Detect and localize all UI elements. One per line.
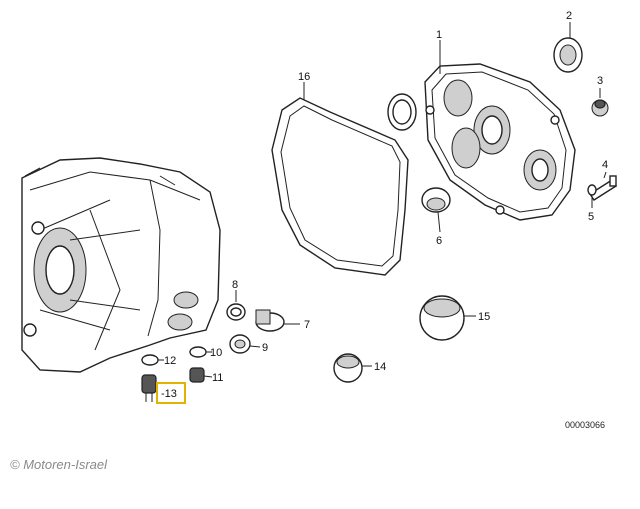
bolt-4 bbox=[589, 175, 617, 201]
callout-3: 3 bbox=[597, 75, 603, 87]
washer-5 bbox=[587, 184, 597, 196]
callout-9: 9 bbox=[262, 342, 268, 354]
callout-10: 10 bbox=[210, 347, 222, 359]
callout-8: 8 bbox=[232, 279, 238, 291]
callout-6: 6 bbox=[436, 235, 442, 247]
seal-ring-free bbox=[387, 93, 417, 131]
callout-13-highlight bbox=[156, 382, 186, 404]
callout-16: 16 bbox=[298, 71, 310, 83]
seal-ring-2 bbox=[553, 37, 583, 73]
bushing-3 bbox=[591, 99, 609, 117]
callout-labels: 1 2 3 4 5 6 7 8 9 10 11 12 -13 14 15 16 bbox=[156, 10, 608, 404]
switch-13 bbox=[141, 374, 157, 402]
gearbox-cover bbox=[424, 63, 576, 221]
screw-plug-7 bbox=[255, 309, 285, 332]
callout-4: 4 bbox=[602, 159, 608, 171]
callout-11: 11 bbox=[212, 372, 223, 384]
gasket-ring-10 bbox=[189, 346, 207, 358]
callout-14: 14 bbox=[374, 361, 386, 373]
cap-15 bbox=[419, 295, 465, 341]
gasket-ring-8 bbox=[226, 303, 246, 321]
callout-12: 12 bbox=[164, 355, 176, 367]
callout-7: 7 bbox=[304, 319, 310, 331]
screw-plug-11 bbox=[189, 367, 205, 383]
drawing-code: 00003066 bbox=[565, 420, 605, 430]
callout-5: 5 bbox=[588, 211, 594, 223]
seal-ring-6 bbox=[421, 187, 451, 213]
callout-15: 15 bbox=[478, 311, 490, 323]
callout-13: -13 bbox=[161, 388, 177, 400]
watermark-text: © Motoren-Israel bbox=[10, 457, 108, 472]
leader-lines bbox=[158, 22, 607, 378]
gearbox-housing bbox=[21, 157, 221, 373]
screw-plug-9 bbox=[229, 334, 251, 354]
callout-1: 1 bbox=[436, 29, 442, 41]
cap-14 bbox=[333, 353, 363, 383]
cover-gasket bbox=[271, 97, 409, 276]
gasket-ring-12 bbox=[141, 354, 159, 366]
callout-2: 2 bbox=[566, 10, 572, 22]
